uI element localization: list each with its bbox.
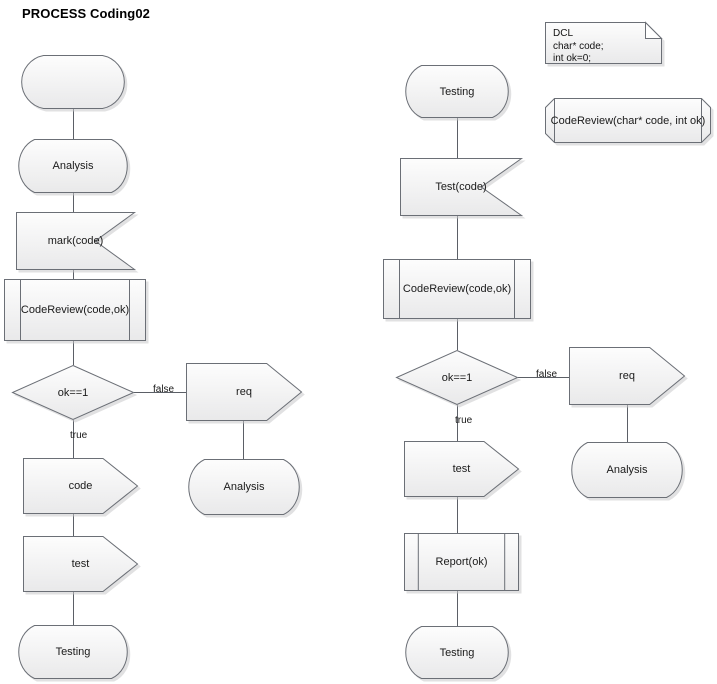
note-shape-icon (545, 21, 665, 67)
node-req-branch-r[interactable]: req (569, 347, 688, 408)
connector-test-to-report (457, 497, 458, 533)
signature-shape-icon (545, 98, 714, 146)
connector-decision-to-req (134, 392, 186, 393)
connector-testcode-to-codereview (457, 216, 458, 259)
node-testing-start[interactable]: Testing (403, 65, 512, 121)
node-test-step-r[interactable]: test (404, 441, 522, 500)
edge-label-label-false-right: false (536, 369, 558, 380)
node-codereview-call[interactable]: CodeReview(code,ok) (4, 279, 149, 344)
node-analysis-branch[interactable]: Analysis (186, 459, 303, 518)
node-ok-decision-r[interactable]: ok==1 (395, 349, 522, 408)
connector-code-to-test (73, 514, 74, 536)
node-ok-decision[interactable]: ok==1 (11, 364, 138, 423)
connector-start-to-analysis (73, 109, 74, 139)
node-req-branch[interactable]: req (186, 363, 305, 424)
connector-req-to-analysis (243, 421, 244, 459)
connector-test-to-testing (73, 592, 74, 625)
codereview-signature-box[interactable]: CodeReview(char* code, int ok) (545, 98, 714, 146)
connector-req-to-analysis-r (627, 405, 628, 442)
connector-analysis-to-mark (73, 193, 74, 212)
connector-decision-to-code (73, 420, 74, 458)
node-testing-out[interactable]: Testing (16, 625, 131, 682)
declaration-note[interactable]: DCL char* code; int ok=0; (545, 21, 665, 67)
node-analysis-in[interactable]: Analysis (16, 139, 131, 196)
node-report-ok[interactable]: Report(ok) (404, 533, 522, 594)
node-mark-code[interactable]: mark(code) (16, 212, 139, 273)
node-start[interactable] (16, 55, 130, 112)
page-title: PROCESS Coding02 (22, 6, 151, 21)
connector-testing-to-testcode (457, 118, 458, 158)
connector-codereview-to-decision (73, 341, 74, 365)
node-test-code[interactable]: Test(code) (400, 158, 526, 219)
declaration-note-text: DCL char* code; int ok=0; (553, 28, 604, 64)
node-testing-end[interactable]: Testing (403, 626, 512, 682)
connector-report-to-testing (457, 591, 458, 626)
node-test-step[interactable]: test (23, 536, 141, 595)
node-analysis-branch-r[interactable]: Analysis (569, 442, 686, 501)
connector-decision-to-req-r (518, 377, 569, 378)
connector-mark-to-codereview (73, 270, 74, 279)
connector-codereview-to-decision-r (457, 319, 458, 350)
edge-label-label-true-left: true (70, 430, 88, 441)
node-codereview-call-r[interactable]: CodeReview(code,ok) (383, 259, 534, 322)
edge-label-label-false-left: false (153, 384, 175, 395)
connector-decision-to-test-r (457, 405, 458, 441)
edge-label-label-true-right: true (455, 415, 473, 426)
node-code-step[interactable]: code (23, 458, 141, 517)
